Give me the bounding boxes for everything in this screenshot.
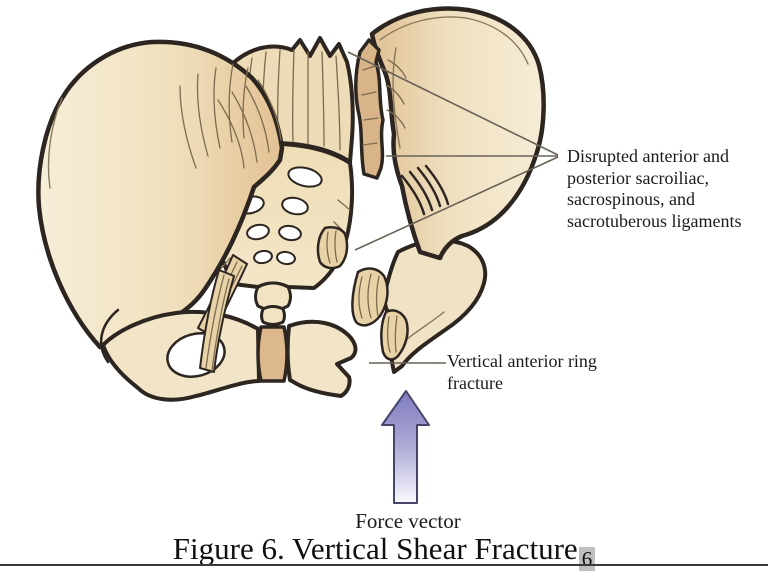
figure-caption-text: Figure 6. Vertical Shear Fracture xyxy=(172,531,578,566)
pubic-symphysis xyxy=(256,325,289,383)
ligaments-annotation: Disrupted anterior and posterior sacroil… xyxy=(567,146,742,231)
leader-lines xyxy=(347,51,559,364)
left-iliac-wing xyxy=(36,39,285,350)
left-sacroiliac-fan xyxy=(179,63,249,169)
torn-ligament-tuft-middle xyxy=(351,267,389,327)
leader-torn-ligaments xyxy=(354,156,559,251)
right-crest-inner-line xyxy=(379,16,529,65)
force-vector-label: Force vector xyxy=(355,509,461,533)
right-hemipelvis-displaced xyxy=(316,6,546,361)
leader-top-fracture xyxy=(347,51,559,156)
torn-ligament-tuft-upper xyxy=(316,226,349,270)
citation-superscript[interactable]: 6 xyxy=(578,547,596,571)
left-wing-inner-edge-line xyxy=(47,97,63,189)
force-vector-up-arrow-icon xyxy=(381,390,430,504)
ring-fracture-annotation: Vertical anterior ring fracture xyxy=(447,351,597,393)
left-gluteal-lines xyxy=(217,79,282,169)
page-bottom-rule xyxy=(0,564,768,566)
acetabulum-rim-line xyxy=(100,308,120,364)
coccyx-segment-2 xyxy=(260,305,286,326)
fragment-strip-ticks xyxy=(361,59,407,146)
torn-ligament-tuft-lower xyxy=(380,309,409,361)
right-pubic-fragment xyxy=(285,319,358,398)
right-wing-edge-line xyxy=(392,47,401,149)
left-hemipelvis xyxy=(36,39,285,402)
left-sacrotuberous-ligament xyxy=(199,269,235,373)
coccyx-segment-1 xyxy=(254,281,292,312)
torn-si-hatching xyxy=(400,164,450,216)
